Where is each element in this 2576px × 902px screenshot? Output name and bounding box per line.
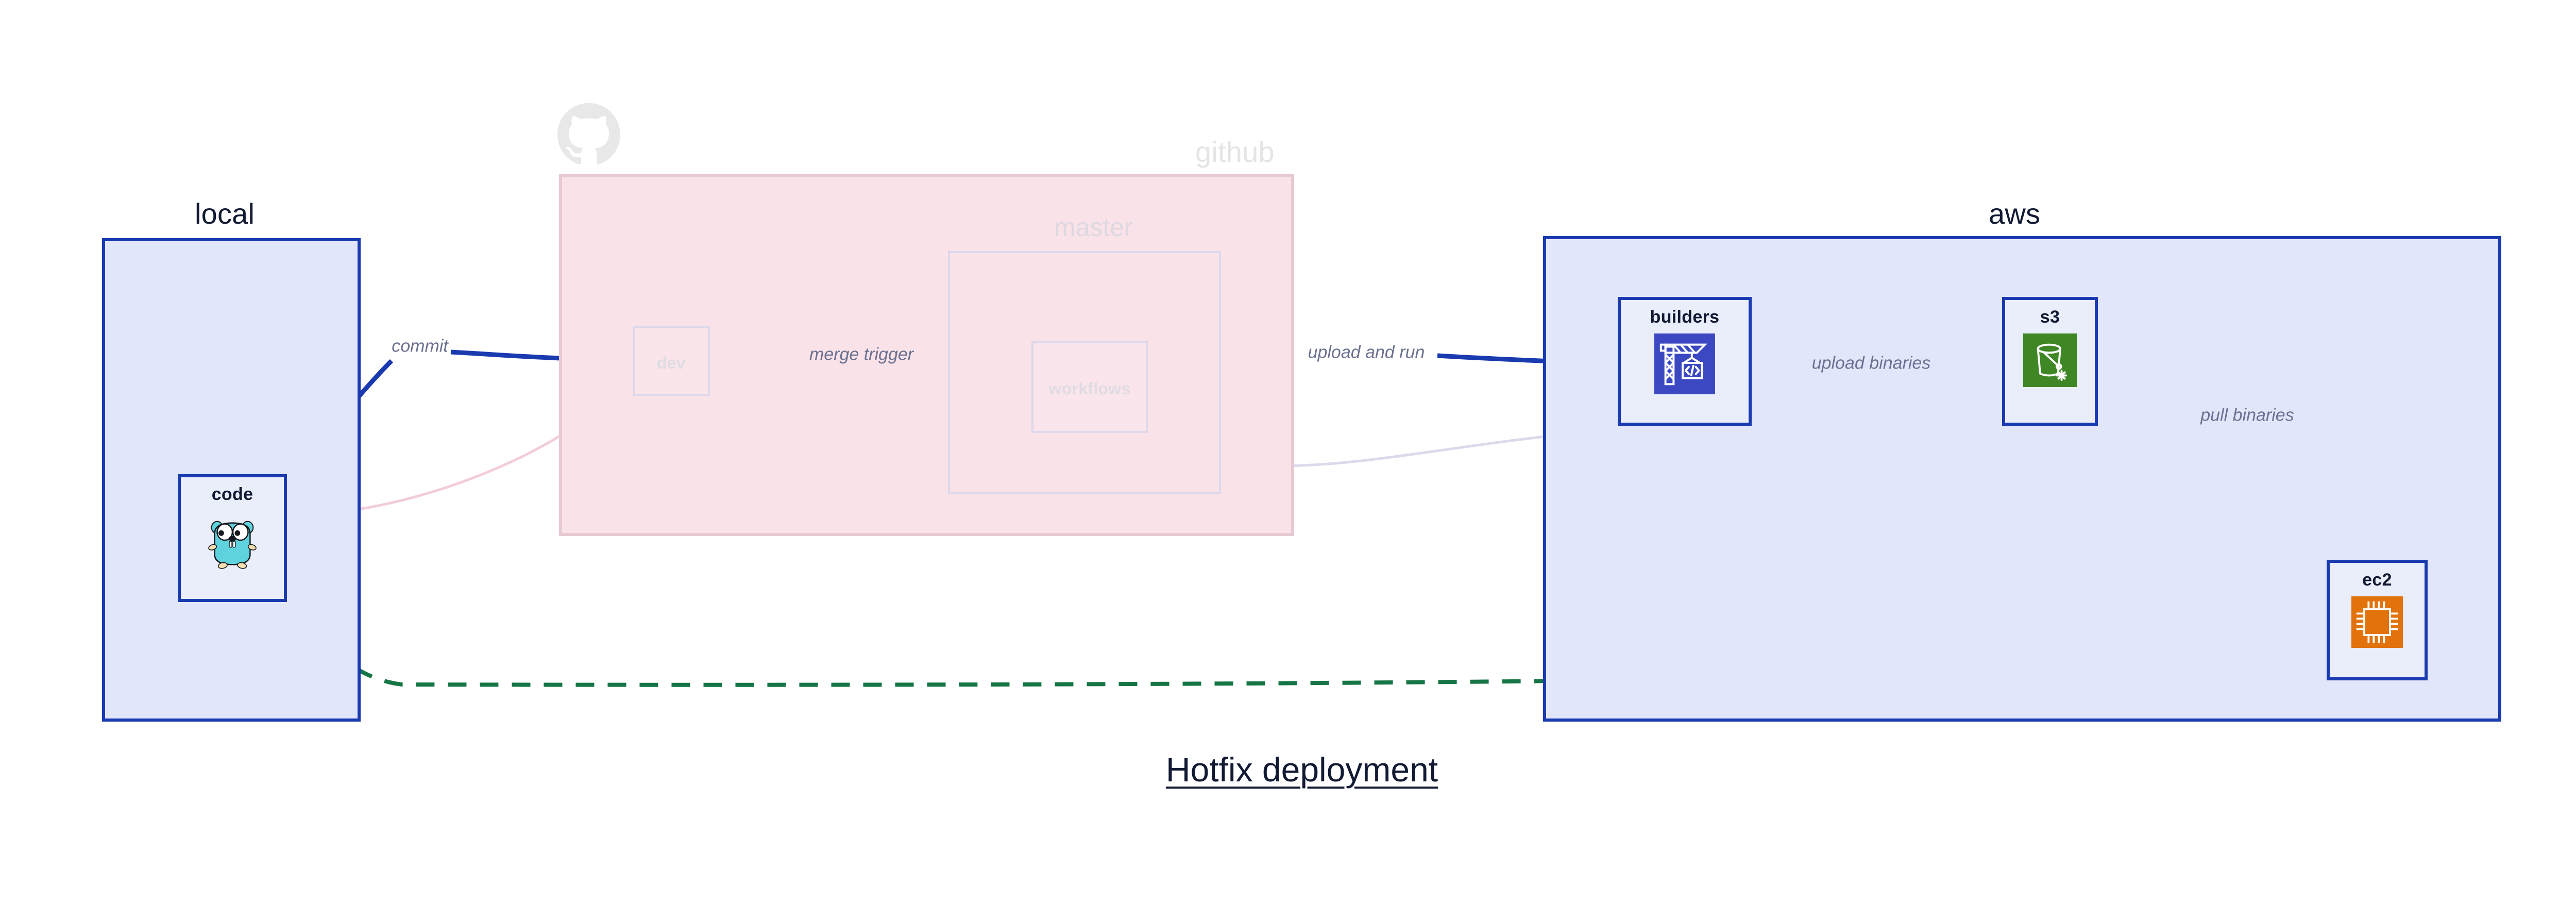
edge-label-merge-trigger: merge trigger [809,344,914,365]
edge-label-pull-binaries: pull binaries [2200,405,2294,426]
node-workflows[interactable]: workflows [1031,341,1148,433]
node-code-label: code [211,485,253,504]
node-dev-label: dev [656,354,686,372]
node-code[interactable]: code [178,474,287,602]
go-gopher-icon [208,521,257,569]
node-workflows-label: workflows [1048,379,1131,398]
node-s3[interactable]: s3 [2002,297,2098,426]
diagram-title: Hotfix deployment [1165,750,1438,789]
edge-label-upload-and-run: upload and run [1308,342,1425,363]
node-builders-label: builders [1650,307,1720,327]
subcontainer-master-label: master [1054,213,1133,242]
node-s3-label: s3 [2040,307,2060,327]
node-ec2-label: ec2 [2362,570,2392,590]
container-aws-label: aws [1989,197,2041,230]
node-ec2[interactable]: ec2 [2327,560,2428,680]
edge-label-upload-binaries: upload binaries [1811,353,1931,374]
edge-label-commit: commit [392,336,448,357]
container-github[interactable] [559,174,1294,536]
github-logo-icon [557,103,620,164]
crane-code-icon [1654,333,1715,394]
container-github-label: github [1195,136,1275,168]
node-builders[interactable]: builders [1618,297,1752,426]
s3-bucket-icon [2023,333,2077,387]
subcontainer-master[interactable] [948,251,1221,494]
node-dev[interactable]: dev [633,326,710,396]
cpu-chip-icon [2351,596,2403,648]
container-local-label: local [195,197,255,230]
